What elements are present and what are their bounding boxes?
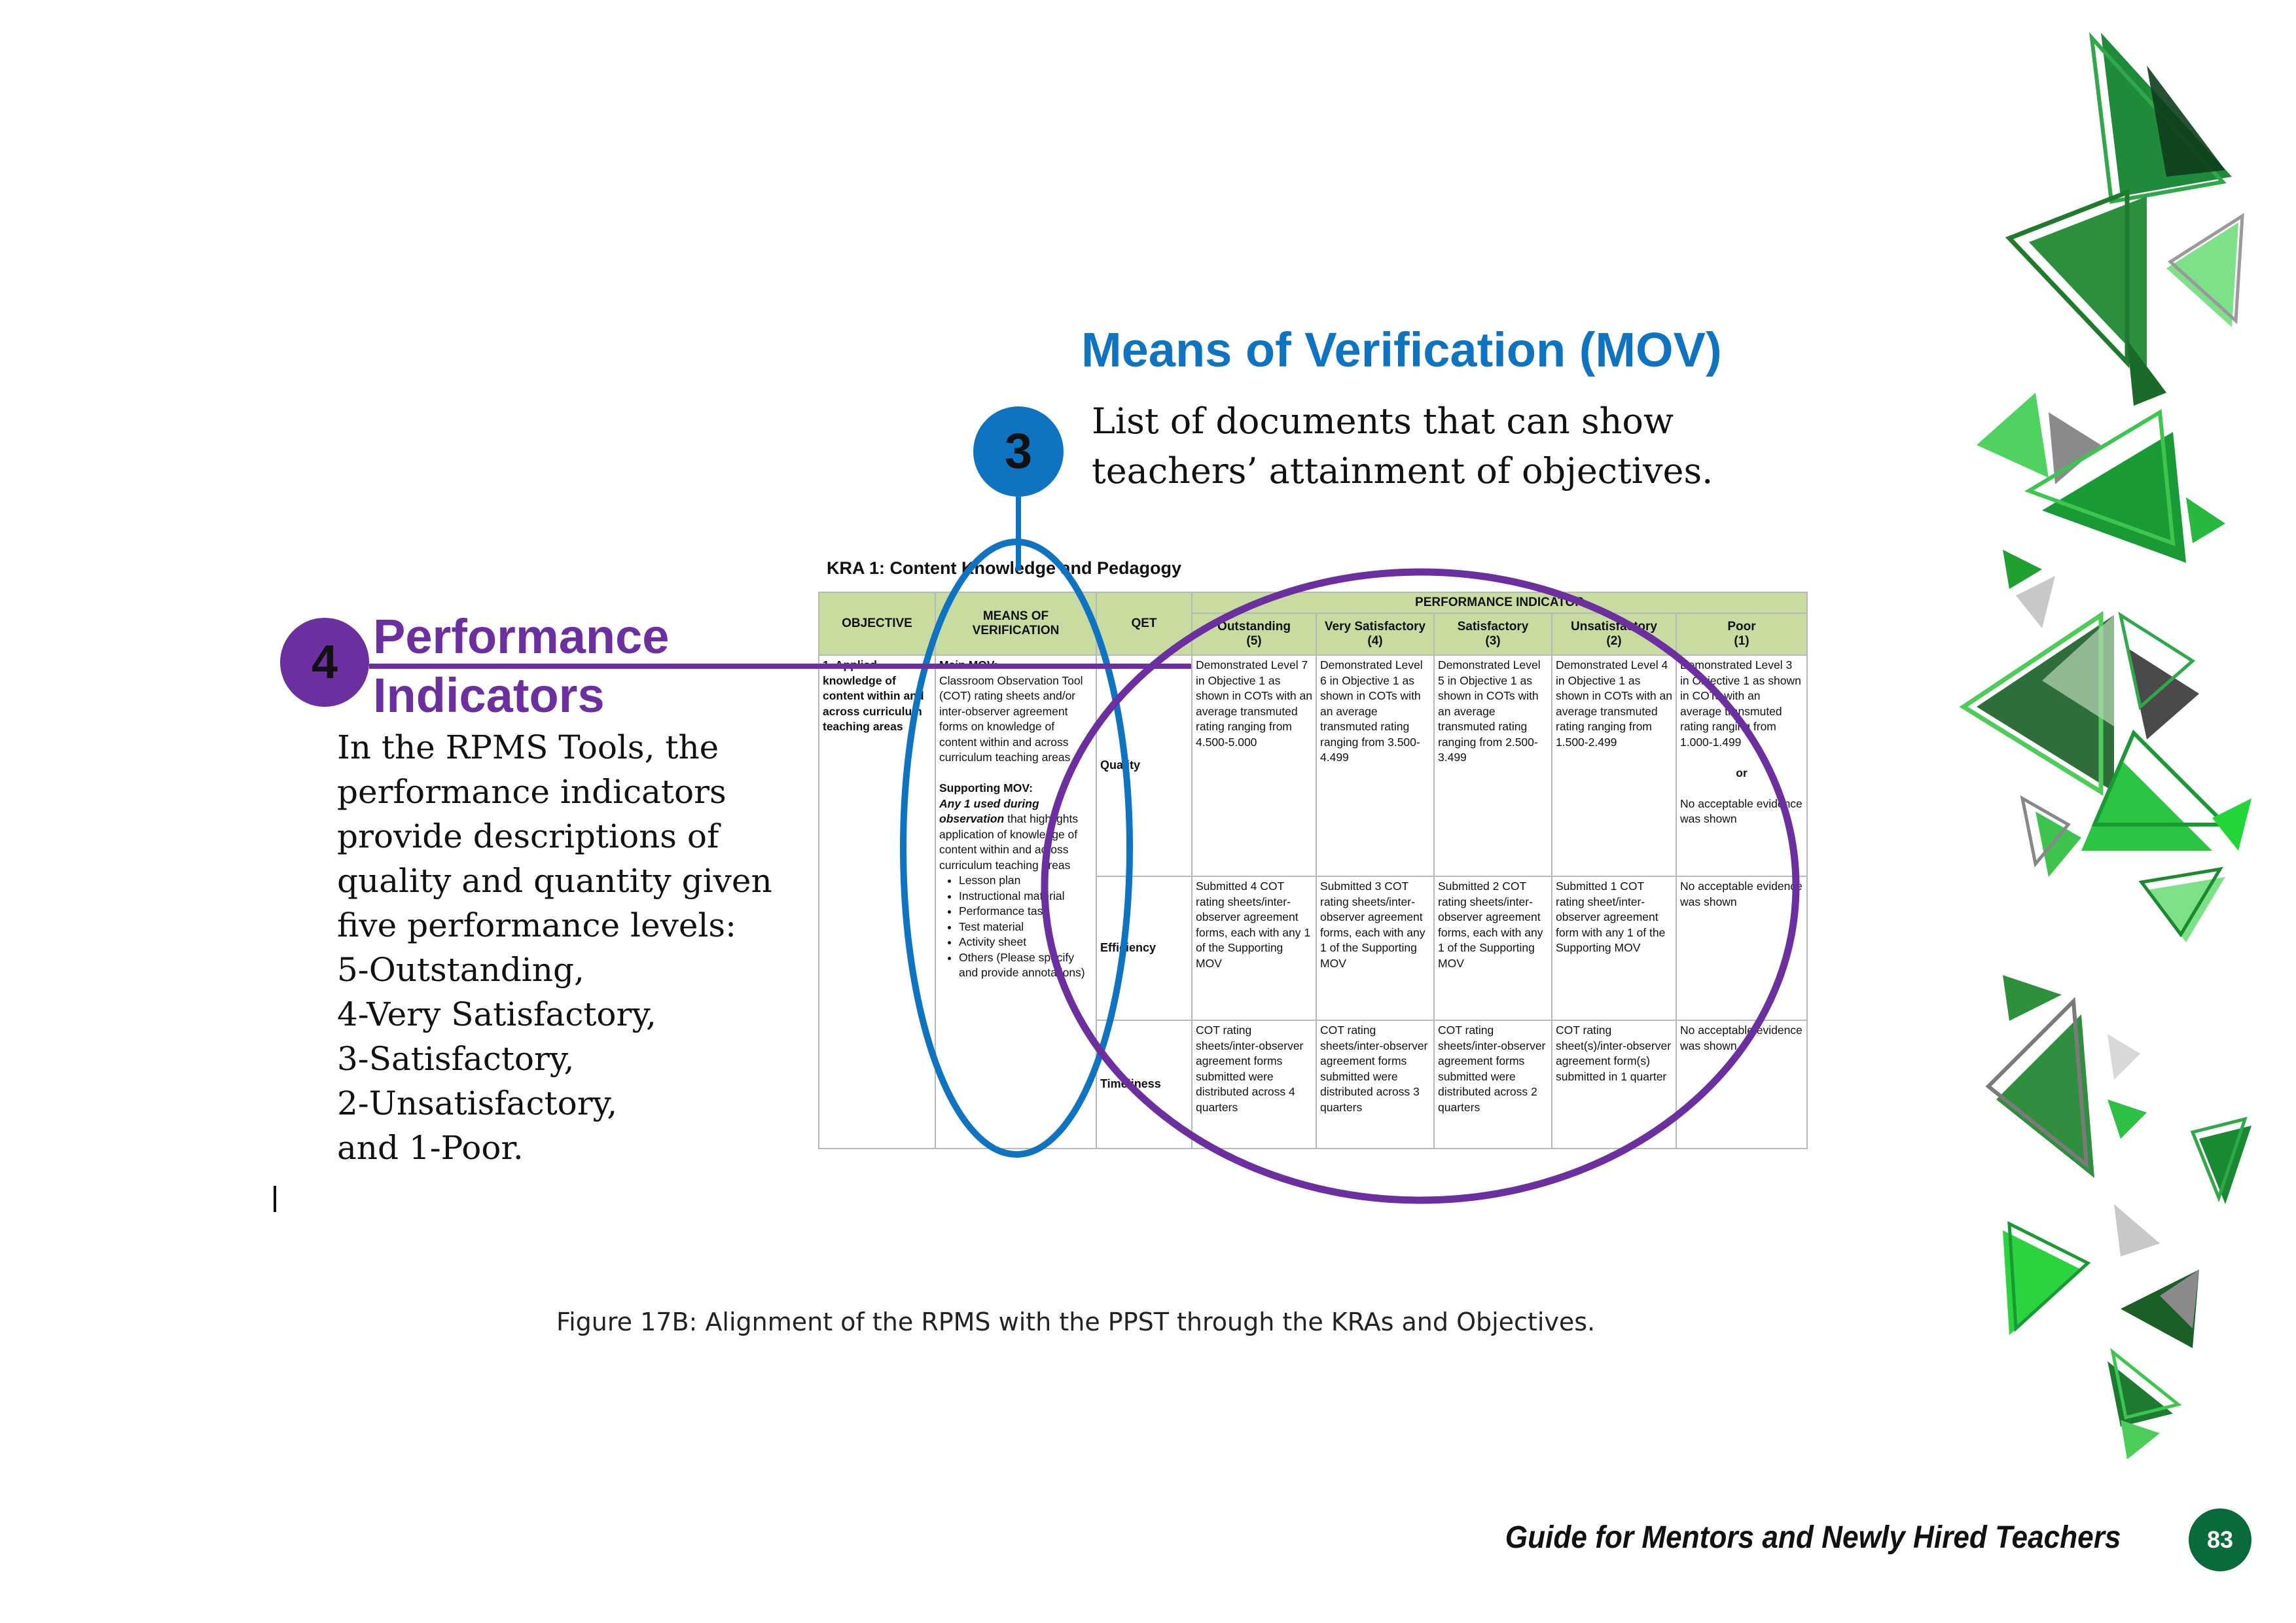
cell-timeliness-4: COT rating sheets/inter-observer agreeme… bbox=[1316, 1020, 1435, 1149]
description-line: 3-Satisfactory, bbox=[337, 1040, 575, 1078]
performance-indicators-title: Performance Indicators bbox=[373, 607, 669, 725]
cell-quality-5: Demonstrated Level 7 in Objective 1 as s… bbox=[1191, 654, 1317, 877]
page-number-badge: 83 bbox=[2189, 1508, 2251, 1571]
description-line: 4-Very Satisfactory, bbox=[337, 995, 656, 1033]
header-level-2: Unsatisfactory(2) bbox=[1551, 613, 1677, 656]
cell-efficiency-4: Submitted 3 COT rating sheets/inter-obse… bbox=[1316, 876, 1435, 1021]
header-level-5: Outstanding(5) bbox=[1191, 613, 1317, 656]
figure-caption: Figure 17B: Alignment of the RPMS with t… bbox=[556, 1308, 1596, 1336]
mov-title: Means of Verification (MOV) bbox=[1081, 323, 1722, 377]
performance-indicators-title-line-1: Performance bbox=[373, 609, 670, 664]
header-level-3: Satisfactory(3) bbox=[1433, 613, 1552, 656]
table-row-quality: 1. Applied knowledge of content within a… bbox=[818, 654, 1808, 1149]
description-line: quality and quantity given bbox=[337, 862, 772, 900]
header-qet: QET bbox=[1096, 592, 1193, 656]
cell-timeliness-2: COT rating sheet(s)/inter-observer agree… bbox=[1551, 1020, 1677, 1149]
cell-efficiency-1: No acceptable evidence was shown bbox=[1676, 876, 1808, 1021]
mov-number-badge: 3 bbox=[973, 406, 1064, 497]
cell-efficiency-5: Submitted 4 COT rating sheets/inter-obse… bbox=[1191, 876, 1317, 1021]
cell-timeliness-1: No acceptable evidence was shown bbox=[1676, 1020, 1808, 1149]
description-line: and 1-Poor. bbox=[337, 1129, 524, 1167]
list-item: Performance task bbox=[959, 904, 1092, 919]
cell-efficiency-2: Submitted 1 COT rating sheet/inter-obser… bbox=[1551, 876, 1677, 1021]
description-line: five performance levels: bbox=[337, 906, 736, 944]
description-line: 2-Unsatisfactory, bbox=[337, 1084, 618, 1122]
green-triangle-decoration bbox=[1959, 32, 2251, 1459]
objective-cell: 1. Applied knowledge of content within a… bbox=[818, 654, 936, 1149]
performance-indicators-title-line-2: Indicators bbox=[373, 668, 605, 722]
cell-quality-3: Demonstrated Level 5 in Objective 1 as s… bbox=[1433, 654, 1552, 877]
mov-cell: Main MOV: Classroom Observation Tool (CO… bbox=[935, 654, 1097, 1149]
qet-quality: Quality bbox=[1096, 654, 1193, 877]
supporting-mov-list: Lesson plan Instructional material Perfo… bbox=[939, 873, 1092, 981]
cell-quality-4: Demonstrated Level 6 in Objective 1 as s… bbox=[1316, 654, 1435, 877]
qet-timeliness: Timeliness bbox=[1096, 1020, 1193, 1149]
header-performance-indicator: PERFORMANCE INDICATOR bbox=[1191, 592, 1808, 614]
header-mov: MEANS OF VERIFICATION bbox=[935, 592, 1097, 656]
text-cursor bbox=[274, 1186, 276, 1212]
kra-title: KRA 1: Content Knowledge and Pedagogy bbox=[827, 558, 1182, 578]
kra-table: OBJECTIVE MEANS OF VERIFICATION QET PERF… bbox=[818, 592, 1808, 1149]
list-item: Lesson plan bbox=[959, 873, 1092, 889]
cell-timeliness-3: COT rating sheets/inter-observer agreeme… bbox=[1433, 1020, 1552, 1149]
footer-title: Guide for Mentors and Newly Hired Teache… bbox=[1505, 1520, 2121, 1555]
header-level-4: Very Satisfactory(4) bbox=[1316, 613, 1435, 656]
list-item: Others (Please specify and provide annot… bbox=[959, 950, 1092, 981]
cell-quality-2: Demonstrated Level 4 in Objective 1 as s… bbox=[1551, 654, 1677, 877]
performance-indicators-description: In the RPMS Tools, the performance indic… bbox=[337, 725, 834, 1170]
description-line: performance indicators bbox=[337, 773, 726, 811]
header-objective: OBJECTIVE bbox=[818, 592, 936, 656]
performance-indicator-number-badge: 4 bbox=[280, 618, 369, 707]
description-line: 5-Outstanding, bbox=[337, 951, 584, 989]
description-line: provide descriptions of bbox=[337, 817, 719, 855]
cell-timeliness-5: COT rating sheets/inter-observer agreeme… bbox=[1191, 1020, 1317, 1149]
header-level-1: Poor(1) bbox=[1676, 613, 1808, 656]
list-item: Instructional material bbox=[959, 889, 1092, 904]
qet-efficiency: Efficiency bbox=[1096, 876, 1193, 1021]
cell-quality-1: Demonstrated Level 3 in Objective 1 as s… bbox=[1676, 654, 1808, 877]
description-line: In the RPMS Tools, the bbox=[337, 728, 719, 766]
list-item: Test material bbox=[959, 919, 1092, 935]
cell-efficiency-3: Submitted 2 COT rating sheets/inter-obse… bbox=[1433, 876, 1552, 1021]
list-item: Activity sheet bbox=[959, 935, 1092, 950]
mov-description: List of documents that can show teachers… bbox=[1092, 401, 1713, 491]
